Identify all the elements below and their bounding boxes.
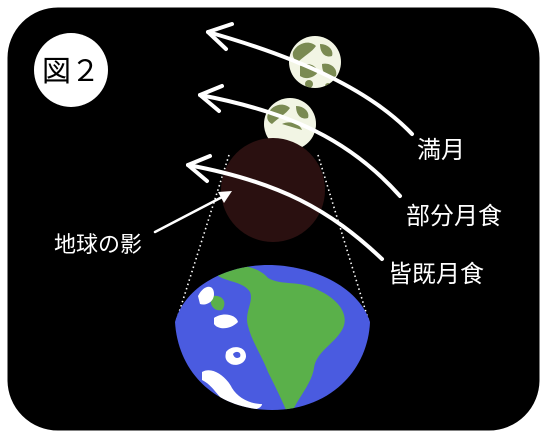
panel-border: [4, 4, 543, 434]
label-partial-eclipse: 部分月食: [406, 202, 502, 230]
full-moon-path-arrow: [206, 22, 414, 136]
partially-eclipsed-moon: [264, 98, 316, 150]
figure-label: 図２: [42, 54, 100, 88]
earth: [175, 265, 370, 410]
label-total-eclipse: 皆既月食: [388, 260, 484, 288]
figure-label-badge: 図２: [34, 33, 108, 107]
label-earth-shadow: 地球の影: [54, 233, 142, 258]
partial-eclipse-path-arrow: [198, 84, 402, 198]
label-full-moon: 満月: [417, 136, 465, 164]
earth-shadow-pointer: [153, 191, 232, 234]
total-eclipse-path-arrow: [186, 154, 384, 261]
